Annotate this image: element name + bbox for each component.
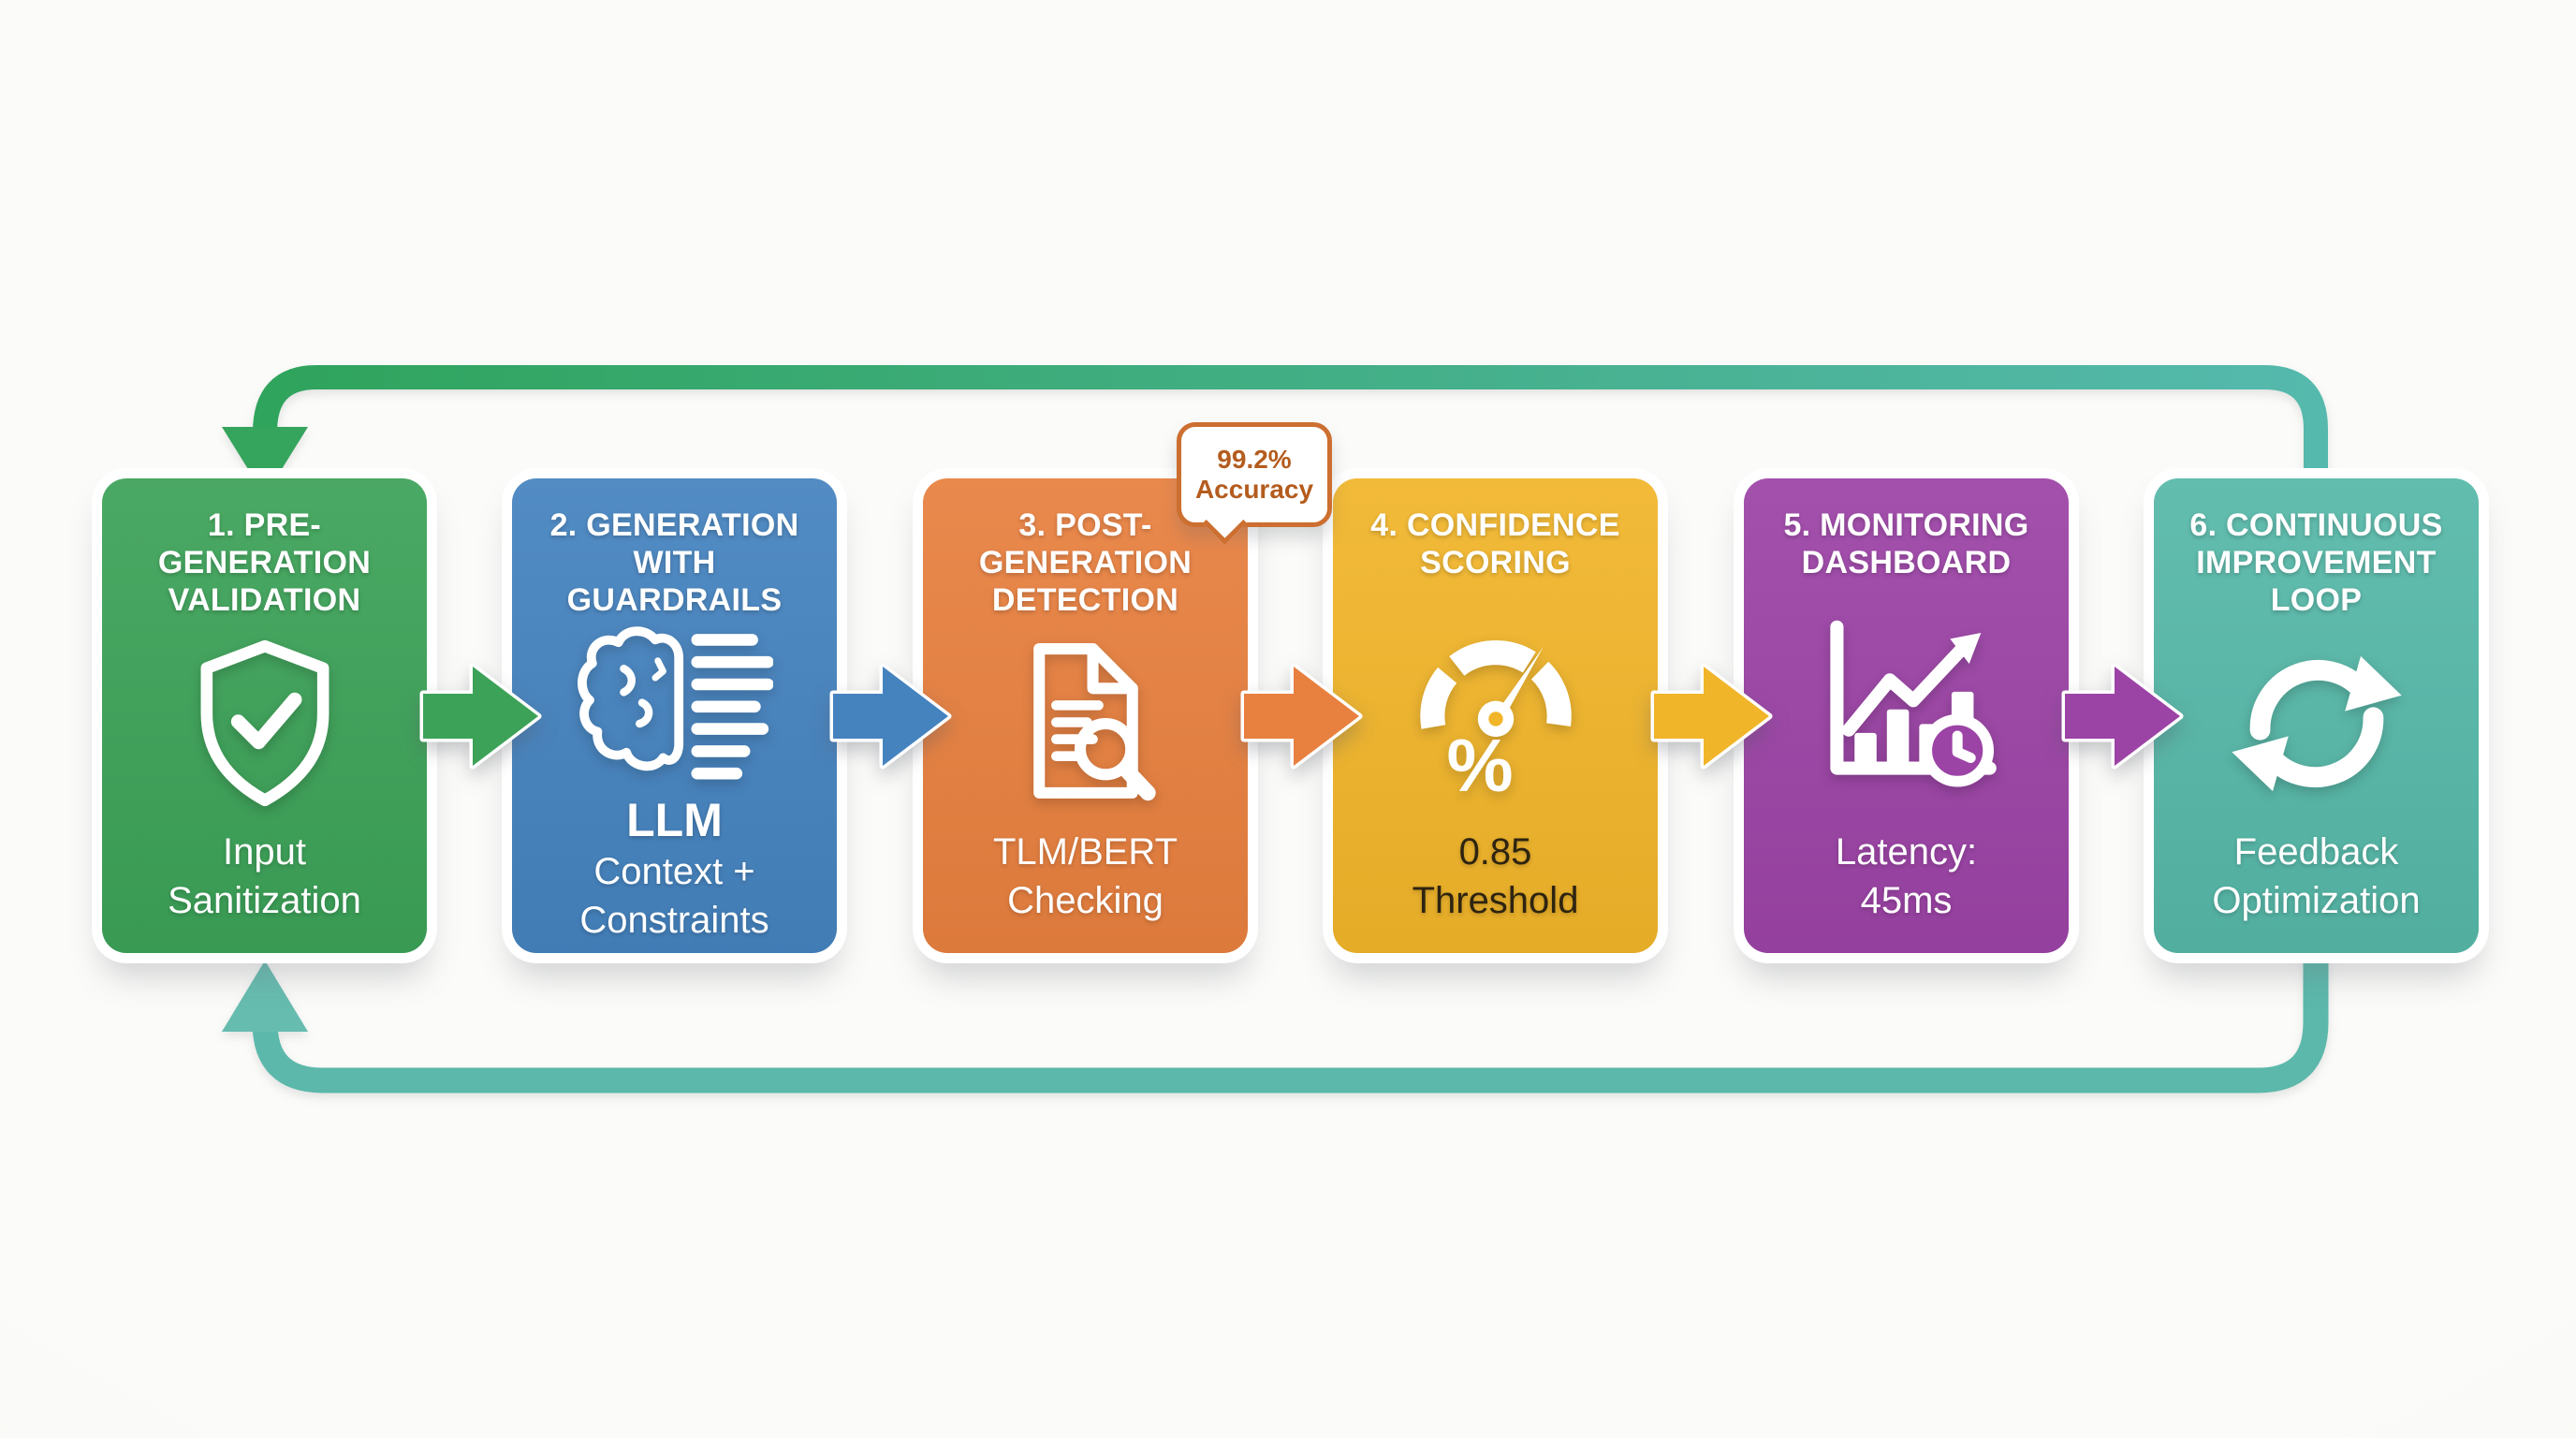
flow-arrow-5-6-icon: [2061, 663, 2184, 770]
flow-arrow-2-3-icon: [829, 663, 952, 770]
step-subtitle: Context + Constraints: [579, 851, 769, 942]
step-title: 4. CONFIDENCE SCORING: [1370, 507, 1620, 581]
step-title: 3. POST- GENERATION DETECTION: [978, 507, 1193, 619]
step-title: 6. CONTINUOUS IMPROVEMENT LOOP: [2189, 507, 2443, 619]
accuracy-badge: 99.2% Accuracy: [1177, 422, 1332, 545]
step-card-continuous-improvement-loop: 6. CONTINUOUS IMPROVEMENT LOOP Feedback …: [2154, 478, 2479, 953]
accuracy-label: Accuracy: [1194, 475, 1314, 504]
top-loop-line: [253, 365, 2328, 483]
step-card-generation-with-guardrails: 2. GENERATION WITH GUARDRAILS: [512, 478, 837, 953]
step-card-post-generation-detection: 3. POST- GENERATION DETECTION TLM/BERT C…: [923, 478, 1248, 953]
top-loop-arrowhead-icon: [222, 427, 308, 496]
bottom-loop-line: [252, 949, 2329, 1093]
gauge-percent-icon: %: [1402, 581, 1589, 828]
llm-label: LLM: [626, 794, 723, 847]
step-card-monitoring-dashboard: 5. MONITORING DASHBOARD Latency:: [1744, 478, 2069, 953]
percent-glyph: %: [1446, 724, 1513, 800]
step-card-pre-generation-validation: 1. PRE-GENERATION VALIDATION Input Sanit…: [102, 478, 427, 953]
step-card-confidence-scoring: 4. CONFIDENCE SCORING % 0.85 Threshold: [1333, 478, 1658, 953]
accuracy-value: 99.2%: [1217, 444, 1292, 474]
step-subtitle: Feedback Optimization: [2212, 831, 2421, 921]
step-title: 5. MONITORING DASHBOARD: [1783, 507, 2029, 581]
chart-clock-icon: [1808, 581, 2006, 828]
brain-llm-icon: LLM: [577, 619, 773, 847]
step-title: 1. PRE-GENERATION VALIDATION: [157, 507, 372, 619]
refresh-loop-icon: [2229, 619, 2405, 828]
step-subtitle: 0.85 Threshold: [1412, 831, 1579, 921]
bottom-loop-arrowhead-icon: [222, 961, 308, 1032]
document-search-icon: [1008, 619, 1164, 828]
step-title: 2. GENERATION WITH GUARDRAILS: [549, 507, 799, 619]
step-subtitle: TLM/BERT Checking: [992, 831, 1178, 921]
shield-check-icon: [186, 619, 344, 828]
step-subtitle: Input Sanitization: [168, 831, 361, 921]
step-subtitle: Latency: 45ms: [1835, 831, 1978, 921]
flow-arrow-4-5-icon: [1650, 663, 1773, 770]
flow-arrow-3-4-icon: [1240, 663, 1363, 770]
flow-arrow-1-2-icon: [419, 663, 542, 770]
